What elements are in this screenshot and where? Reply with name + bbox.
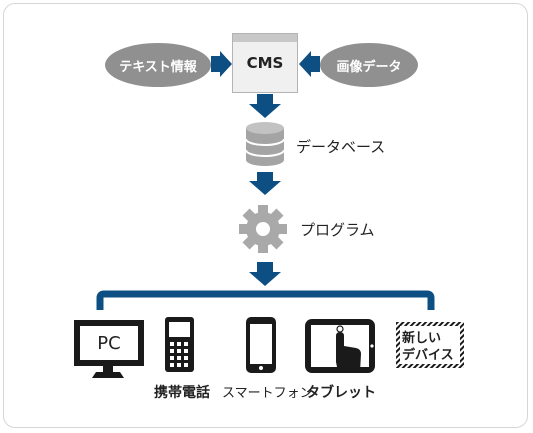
mobile-phone-icon: [165, 317, 194, 372]
mobile-phone-label: 携帯電話: [154, 385, 210, 401]
pc-monitor-icon: [74, 320, 144, 378]
distribution-bracket: [96, 290, 435, 310]
smartphone-label: スマートフォン: [222, 386, 313, 401]
arrow-left-into-cms: [211, 51, 232, 77]
image-data-label: 画像データ: [336, 59, 402, 75]
pc-label: PC: [97, 333, 121, 354]
gear-icon: [239, 205, 287, 253]
program-label: プログラム: [300, 221, 375, 239]
cms-window: CMS: [232, 33, 298, 93]
new-device-label-line1: 新しい: [402, 331, 442, 346]
arrow-down-2: [249, 172, 281, 195]
database-label: データベース: [296, 138, 386, 156]
cms-window-titlebar: [233, 34, 297, 42]
database-icon: [245, 122, 285, 166]
arrow-right-into-cms: [299, 51, 320, 77]
diagram-frame: [3, 3, 528, 428]
image-data-ellipse: 画像データ: [320, 43, 418, 87]
smartphone-icon: [246, 317, 276, 373]
new-device-label-line2: デバイス: [402, 348, 454, 363]
new-device-box: [396, 322, 464, 368]
text-info-label: テキスト情報: [119, 59, 197, 75]
arrow-down-3: [249, 262, 281, 286]
tablet-icon: [305, 319, 375, 373]
text-info-ellipse: テキスト情報: [105, 43, 211, 87]
tablet-label: タブレット: [306, 385, 376, 401]
hand-tap-icon: [336, 332, 361, 372]
cms-label: CMS: [246, 54, 284, 72]
arrow-down-1: [249, 94, 281, 118]
